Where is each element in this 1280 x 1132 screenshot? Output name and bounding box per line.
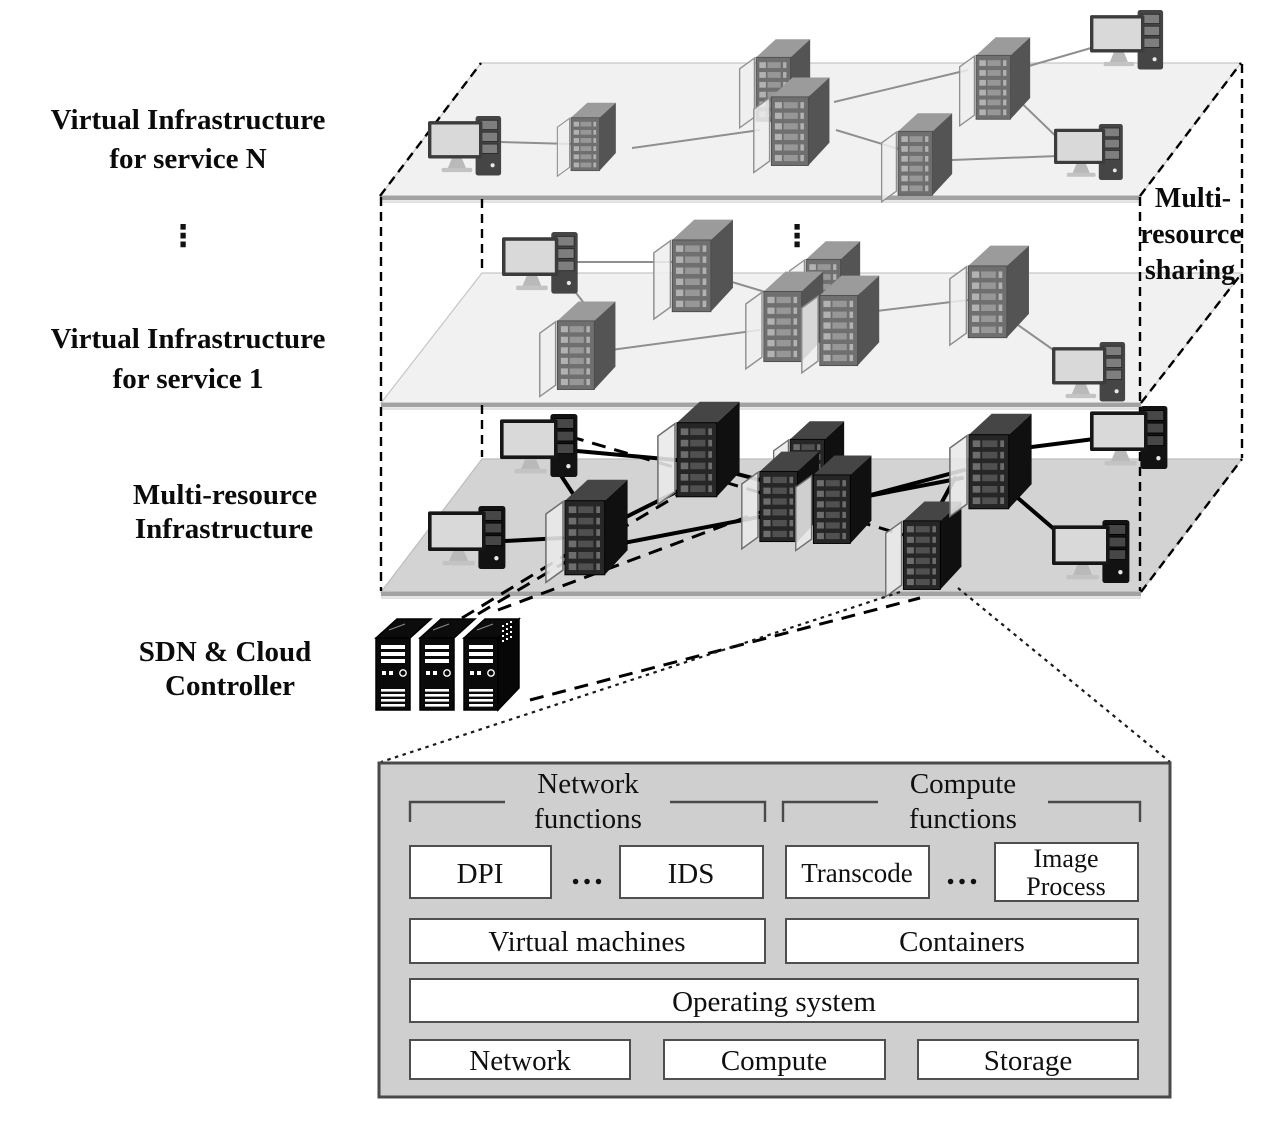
label-service-n-line1: Virtual Infrastructure [51, 104, 326, 136]
ids-box [619, 845, 764, 899]
layer-service-n [428, 10, 1164, 202]
virtual-machines-label: Virtual machines [488, 926, 685, 958]
label-service-1-line2: for service 1 [113, 363, 264, 395]
transcode-label: Transcode [801, 858, 913, 888]
layer-infrastructure [380, 401, 1171, 764]
computer-icon [1090, 10, 1164, 70]
label-infra-line2: Infrastructure [135, 513, 313, 545]
ids-label: IDS [668, 858, 715, 890]
label-service-n-line2: for service N [109, 143, 266, 175]
network-functions-label-line1: Network [537, 768, 639, 800]
network-functions-bracket [408, 800, 767, 822]
operating-system-label: Operating system [672, 986, 876, 1018]
label-infra-line1: Multi-resource [133, 479, 317, 511]
compute-resource-box [663, 1039, 886, 1080]
functions-panel: Network functions Compute functions DPI … [377, 761, 1172, 1099]
operating-system-box [409, 978, 1139, 1023]
compute-ellipsis: … [945, 855, 979, 892]
transcode-box [785, 845, 930, 899]
compute-functions-label-line1: Compute [910, 768, 1016, 800]
virtual-machines-box [409, 918, 766, 964]
storage-resource-label: Storage [984, 1045, 1073, 1077]
side-labels: Virtual Infrastructure for service N ⋮ ⋮… [51, 104, 1242, 702]
containers-label: Containers [899, 926, 1025, 958]
image-process-label-line2: Process [1026, 872, 1105, 901]
network-resource-label: Network [469, 1045, 571, 1077]
containers-box [785, 918, 1139, 964]
network-ellipsis: … [570, 855, 604, 892]
controller-vent-dots [502, 621, 512, 642]
label-sharing-line3: sharing [1145, 255, 1235, 286]
label-controller-line2: Controller [165, 670, 295, 702]
label-sharing-line1: Multi- [1155, 183, 1231, 214]
vertical-ellipsis-left: ⋮ [168, 219, 198, 254]
compute-functions-label-line2: functions [909, 803, 1017, 835]
label-service-1-line1: Virtual Infrastructure [51, 323, 326, 355]
network-functions-label-line2: functions [534, 803, 642, 835]
expansion-lines [380, 587, 1171, 764]
layer-connector-lines [379, 62, 1244, 593]
compute-resource-label: Compute [721, 1045, 827, 1077]
sdn-controller [375, 617, 520, 712]
label-sharing-line2: resource [1140, 219, 1242, 250]
dpi-box [409, 845, 552, 899]
vertical-ellipsis-right: ⋮ [782, 219, 812, 254]
network-resource-box [409, 1039, 631, 1080]
image-process-box [994, 842, 1139, 902]
storage-resource-box [917, 1039, 1139, 1080]
dpi-label: DPI [457, 858, 504, 890]
label-controller-line1: SDN & Cloud [139, 636, 311, 668]
image-process-label-line1: Image [1034, 844, 1099, 873]
layer-service-1 [502, 219, 1126, 402]
compute-functions-bracket [781, 800, 1142, 822]
